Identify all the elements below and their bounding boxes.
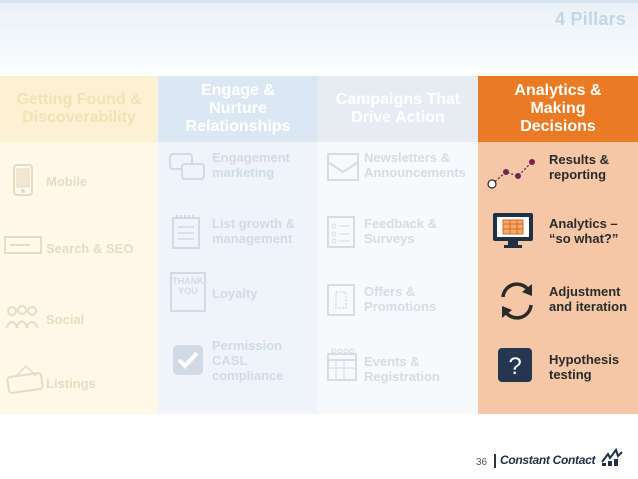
calendar-icon — [326, 348, 358, 387]
monitor-chart-icon — [492, 212, 534, 255]
checkmark-icon — [172, 344, 204, 381]
pillar-item-label: Mobile — [46, 174, 88, 189]
people-group-icon — [4, 304, 40, 335]
pillar-item-label: Events & Registration — [364, 354, 440, 384]
pillar-heading: Engage & Nurture Relationships — [158, 76, 318, 142]
chat-bubbles-icon — [168, 152, 206, 189]
svg-text:?: ? — [508, 353, 521, 380]
page-number: 36 — [476, 457, 488, 468]
pillar-column-engage: Engage & Nurture Relationships Engagemen… — [158, 76, 318, 414]
search-bar-icon — [4, 234, 42, 261]
pillar-heading: Campaigns That Drive Action — [318, 76, 478, 142]
line-graph-icon — [486, 156, 538, 195]
question-mark-icon: ? — [498, 348, 532, 387]
pillar-item-label: List growth & management — [212, 216, 296, 246]
pillar-item-label: Hypothesis testing — [549, 352, 620, 382]
open-sign-icon — [6, 364, 46, 399]
pillar-item-label: Feedback & Surveys — [364, 216, 437, 246]
refresh-cycle-icon — [496, 280, 538, 327]
notepad-icon — [170, 214, 204, 255]
survey-form-icon — [326, 216, 356, 253]
pillar-item-label: Permission CASL compliance — [212, 338, 284, 383]
pillar-item-label: Social — [46, 312, 85, 327]
pillar-column-getting-found: Getting Found & Discoverability Mobile S… — [0, 76, 158, 414]
pillar-heading: Analytics & Making Decisions — [478, 76, 638, 142]
pillar-item-label: Analytics – “so what?” — [549, 216, 619, 246]
pillar-column-analytics: Analytics & Making Decisions Results & r… — [478, 76, 638, 414]
brand-logo: Constant Contact — [500, 453, 596, 467]
brand-mark-icon — [600, 447, 624, 473]
pillar-item-label: Newsletters & Announcements — [364, 150, 466, 180]
pillar-item-label: Search & SEO — [46, 241, 134, 256]
mobile-phone-icon — [12, 164, 34, 201]
envelope-icon — [326, 152, 360, 187]
pillar-heading: Getting Found & Discoverability — [0, 76, 158, 142]
pillar-item-label: Listings — [46, 376, 96, 391]
pillar-item-label: Offers & Promotions — [364, 284, 437, 314]
footer-divider — [494, 454, 496, 468]
coupon-icon — [326, 284, 356, 321]
thank-you-card-icon: THANK YOU — [170, 272, 206, 312]
pillar-item-label: Results & reporting — [549, 152, 609, 182]
pillar-column-campaigns: Campaigns That Drive Action Newsletters … — [318, 76, 478, 414]
pillar-item-label: Loyalty — [212, 286, 258, 301]
pillar-item-label: Engagement marketing — [212, 150, 291, 180]
top-banner — [0, 0, 638, 76]
page-title: 4 Pillars — [555, 9, 626, 29]
pillar-item-label: Adjustment and iteration — [549, 284, 628, 314]
